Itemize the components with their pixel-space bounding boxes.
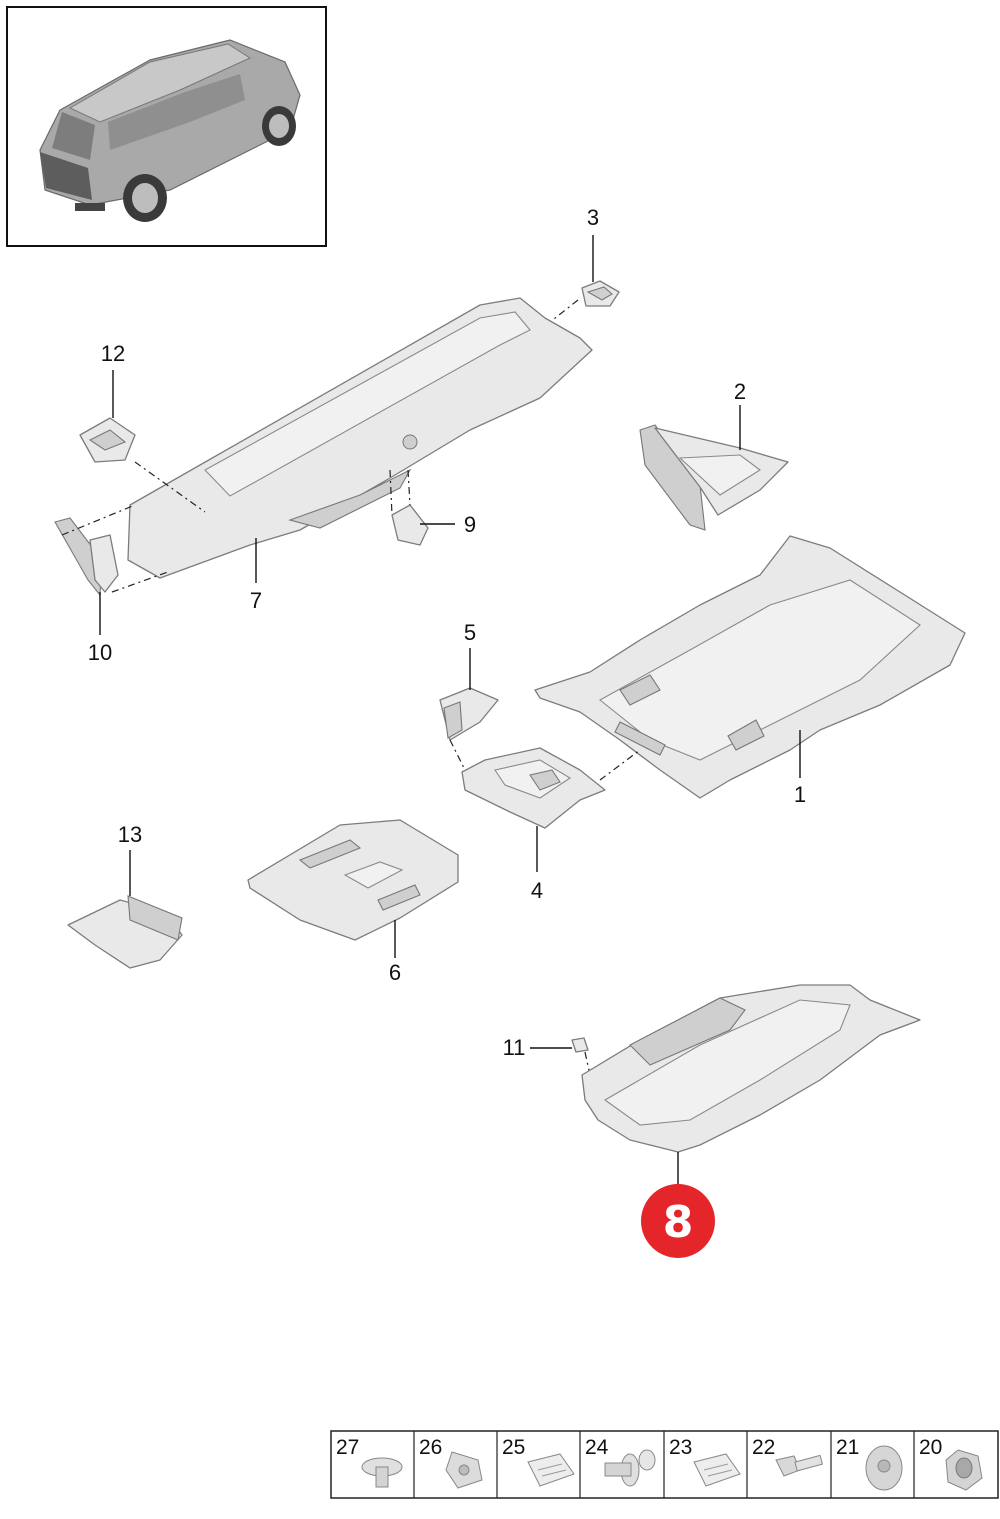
fastener-22[interactable]: 22: [752, 1436, 824, 1477]
hex-nut-icon: [945, 1449, 983, 1491]
part-9: [389, 469, 455, 546]
fastener-strip: 27 26 25 24: [330, 1430, 999, 1499]
part-2: [639, 405, 789, 531]
bolt-icon: [775, 1454, 824, 1477]
callout-11[interactable]: 11: [503, 1035, 526, 1060]
part-5: [439, 648, 499, 771]
highlight-badge: [641, 1184, 715, 1258]
callout-2[interactable]: 2: [734, 379, 746, 404]
washer-nut-icon: [865, 1445, 903, 1491]
spring-clip-icon: [693, 1453, 741, 1487]
fastener-label: 23: [669, 1436, 692, 1459]
fastener-27[interactable]: 27: [336, 1436, 403, 1488]
fastener-label: 26: [419, 1436, 442, 1459]
fastener-label: 22: [752, 1436, 775, 1459]
part-4: [461, 747, 641, 872]
callout-10[interactable]: 10: [88, 640, 112, 665]
expansion-rivet-icon: [604, 1449, 656, 1487]
fastener-25[interactable]: 25: [502, 1436, 575, 1487]
spring-clip-icon: [527, 1453, 575, 1487]
fastener-26[interactable]: 26: [419, 1436, 483, 1489]
push-rivet-icon: [361, 1457, 403, 1488]
part-1: [534, 535, 966, 799]
part-6: [247, 819, 459, 958]
car-illustration: [39, 39, 301, 222]
fastener-24[interactable]: 24: [585, 1436, 656, 1487]
fastener-21[interactable]: 21: [836, 1436, 903, 1491]
callout-3[interactable]: 3: [587, 205, 599, 230]
fastener-label: 25: [502, 1436, 525, 1459]
part-7: [127, 297, 593, 583]
fastener-label: 21: [836, 1436, 859, 1459]
callout-7[interactable]: 7: [250, 588, 262, 613]
callout-5[interactable]: 5: [464, 620, 476, 645]
part-11: [530, 1037, 591, 1076]
fastener-label: 24: [585, 1436, 609, 1459]
fastener-label: 27: [336, 1436, 359, 1459]
highlight-callout-8[interactable]: 8: [641, 1184, 715, 1258]
clip-nut-icon: [445, 1451, 483, 1489]
fastener-23[interactable]: 23: [669, 1436, 741, 1487]
part-10: [54, 504, 169, 635]
part-12: [79, 370, 136, 463]
part-8: [581, 984, 921, 1185]
part-3: [539, 235, 620, 331]
callout-12[interactable]: 12: [101, 341, 125, 366]
highlight-label: 8: [663, 1197, 694, 1248]
fastener-20[interactable]: 20: [919, 1436, 983, 1491]
callout-13[interactable]: 13: [118, 822, 142, 847]
callout-6[interactable]: 6: [389, 960, 401, 985]
vehicle-thumbnail: [6, 6, 327, 247]
part-13: [67, 850, 183, 969]
callout-labels: 1 2 3 4 5 6 7 9 10 11 12 13: [88, 205, 806, 1060]
fastener-label: 20: [919, 1436, 942, 1459]
callout-1[interactable]: 1: [794, 782, 806, 807]
callout-4[interactable]: 4: [531, 878, 543, 903]
callout-9[interactable]: 9: [464, 512, 476, 537]
